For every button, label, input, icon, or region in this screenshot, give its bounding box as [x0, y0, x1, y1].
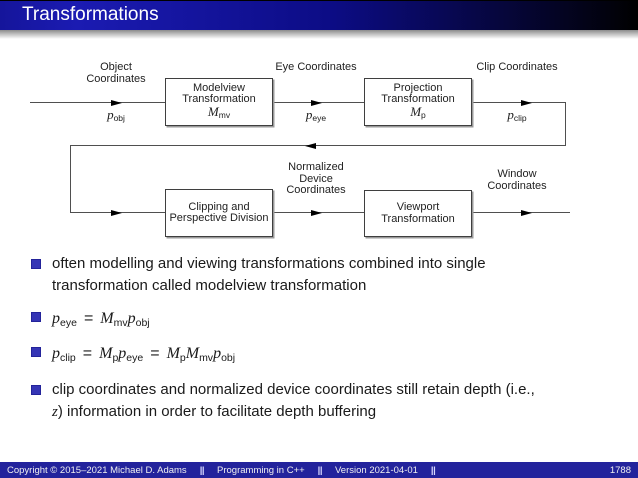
footer-bar: Copyright © 2015–2021 Michael D. Adams |…	[0, 462, 638, 478]
arrow-left-icon	[305, 142, 316, 149]
slide-title-bar: Transformations	[0, 0, 638, 30]
flow-line	[30, 102, 165, 104]
arrow-right-icon	[111, 99, 122, 106]
symbol-p-eye: peye	[305, 107, 327, 123]
footer-separator: ||	[317, 464, 323, 476]
bullet-square-icon	[31, 347, 41, 357]
flow-line	[564, 102, 566, 146]
box-matrix-symbol: Mmv	[207, 103, 231, 120]
label-window-coordinates: Window Coordinates	[487, 168, 547, 192]
flow-line	[471, 102, 566, 104]
page-title: Transformations	[22, 4, 159, 25]
list-item: peye=Mmvpobj	[31, 306, 619, 334]
bullet-square-icon	[31, 312, 41, 322]
label-normalized-device-coordinates: Normalized Device Coordinates	[286, 161, 346, 196]
footer-copyright: Copyright © 2015–2021 Michael D. Adams	[7, 464, 187, 476]
box-label: Projection Transformation	[381, 81, 455, 106]
arrow-right-icon	[111, 209, 122, 216]
bullet-text: often modelling and viewing transformati…	[52, 255, 486, 294]
flow-line	[70, 145, 566, 147]
arrow-right-icon	[521, 209, 532, 216]
label-eye-coordinates: Eye Coordinates	[275, 61, 357, 73]
viewport-transformation-box: Viewport Transformation	[364, 190, 472, 237]
footer-separator: ||	[430, 464, 436, 476]
label-clip-coordinates: Clip Coordinates	[476, 61, 558, 73]
box-label: Viewport Transformation	[381, 201, 455, 225]
bullet-text: clip coordinates and normalized device c…	[52, 381, 535, 420]
projection-transformation-box: Projection Transformation Mp	[364, 78, 472, 126]
symbol-p-obj: pobj	[107, 107, 125, 123]
flow-line	[471, 212, 570, 214]
equation-p-eye: peye=Mmvpobj	[52, 310, 150, 329]
bullet-square-icon	[31, 259, 41, 269]
list-item: pclip=Mppeye=MpMmvpobj	[31, 341, 619, 369]
bullet-square-icon	[31, 385, 41, 395]
footer-page-number: 1788	[609, 464, 631, 476]
arrow-right-icon	[311, 99, 322, 106]
list-item: often modelling and viewing transformati…	[31, 253, 619, 296]
footer-separator: ||	[199, 464, 205, 476]
bullet-list: often modelling and viewing transformati…	[31, 253, 619, 423]
title-bar-shadow	[0, 30, 638, 39]
footer-version: Version 2021-04-01	[335, 464, 418, 476]
clipping-perspective-division-box: Clipping and Perspective Division	[165, 189, 273, 237]
box-label: Clipping and Perspective Division	[169, 200, 269, 224]
list-item: clip coordinates and normalized device c…	[31, 379, 619, 423]
flow-line	[70, 145, 72, 213]
footer-course: Programming in C++	[217, 464, 305, 476]
arrow-right-icon	[311, 209, 322, 216]
label-object-coordinates: Object Coordinates	[86, 61, 146, 85]
arrow-right-icon	[521, 99, 532, 106]
box-label: Modelview Transformation	[182, 81, 256, 106]
equation-p-clip: pclip=Mppeye=MpMmvpobj	[52, 345, 236, 364]
symbol-p-clip: pclip	[507, 107, 527, 123]
modelview-transformation-box: Modelview Transformation Mmv	[165, 78, 273, 126]
box-matrix-symbol: Mp	[410, 103, 426, 120]
